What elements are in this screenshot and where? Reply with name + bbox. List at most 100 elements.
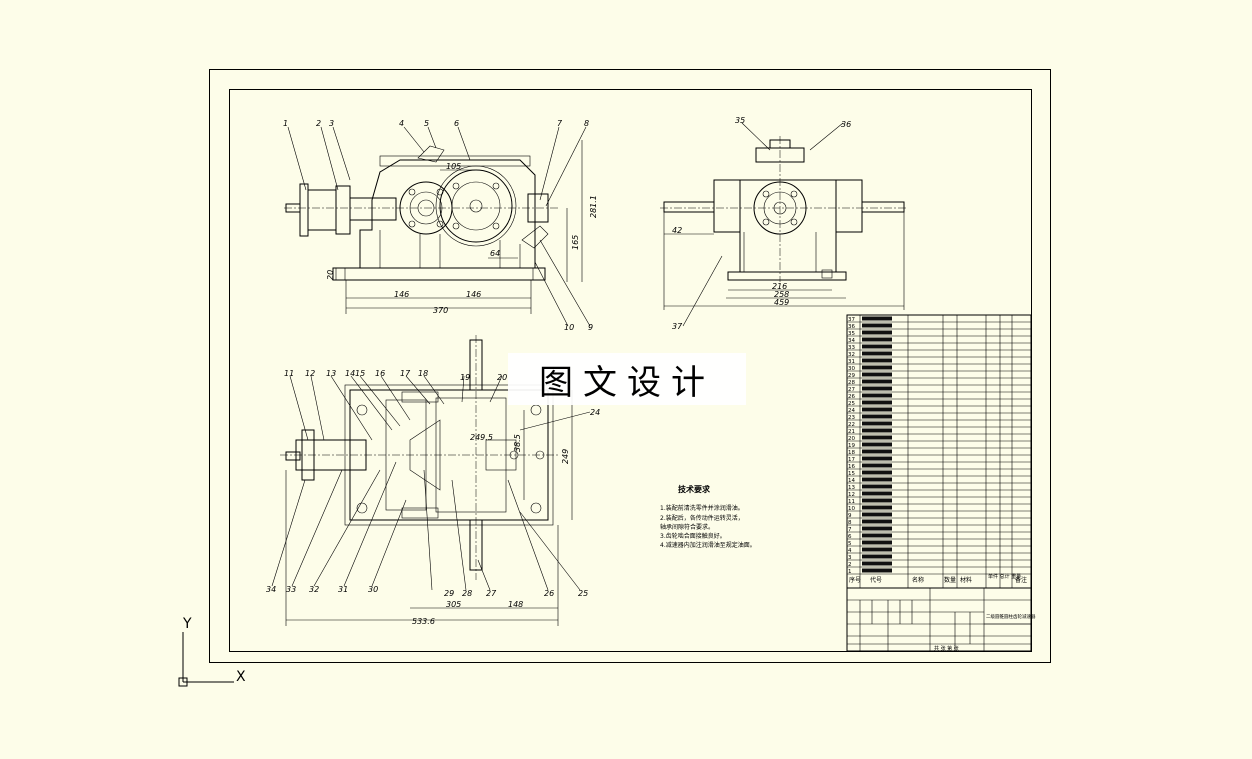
tech-line: 3.齿轮啮合面接触良好。 [660, 532, 726, 540]
bom-redacted-code [862, 351, 892, 356]
part-label: 32 [309, 585, 319, 594]
bom-redacted-code [862, 491, 892, 496]
bom-redacted-code [862, 463, 892, 468]
bom-row-number: 19 [848, 443, 855, 449]
bom-redacted-code [862, 386, 892, 391]
bom-row-number: 6 [848, 534, 852, 540]
tech-line: 2.装配后，各传动件运转灵活， [660, 514, 744, 522]
bom-row-number: 24 [848, 408, 855, 414]
bom-redacted-code [862, 323, 892, 328]
bom-row-number: 35 [848, 331, 855, 337]
dimension-text: 533.6 [412, 617, 435, 626]
bom-row-number: 25 [848, 401, 855, 407]
front-view [284, 126, 591, 327]
part-label: 36 [841, 120, 851, 129]
bom-row-number: 31 [848, 359, 855, 365]
part-label: 29 [444, 589, 454, 598]
part-label: 28 [462, 589, 472, 598]
part-label: 1 [283, 119, 288, 128]
bom-row-number: 8 [848, 520, 852, 526]
part-label: 31 [338, 585, 348, 594]
bom-row-number: 36 [848, 324, 855, 330]
bom-redacted-code [862, 449, 892, 454]
front-view-labels: 1 2 3 4 5 6 7 8 9 10 105 281.1 165 64 20… [283, 119, 598, 332]
dimension-text: 148 [508, 600, 523, 609]
bom-header-seq: 序号 [849, 576, 861, 584]
bom-header-material: 材料 [960, 576, 972, 584]
bom-redacted-code [862, 358, 892, 363]
bom-redacted-code [862, 372, 892, 377]
part-label: 25 [578, 589, 588, 598]
bom-redacted-code [862, 498, 892, 503]
title-block-sheet: 共 张 第 张 [934, 645, 959, 652]
part-label: 5 [424, 119, 429, 128]
side-view-labels: 35 36 37 42 216 258 459 [672, 116, 851, 331]
bom-row-number: 37 [848, 317, 855, 323]
bom-row-number: 34 [848, 338, 855, 344]
bom-redacted-code [862, 379, 892, 384]
bom-redacted-code [862, 316, 892, 321]
bom-redacted-code [862, 337, 892, 342]
bom-redacted-code [862, 568, 892, 573]
bom-row-number: 26 [848, 394, 855, 400]
bom-redacted-code [862, 470, 892, 475]
dimension-text: 258 [774, 290, 789, 299]
part-label: 18 [418, 369, 428, 378]
dimension-text: 64 [490, 249, 500, 258]
title-block-title: 二级圆锥圆柱齿轮减速器 [986, 613, 1036, 620]
part-label: 33 [286, 585, 296, 594]
bom-redacted-code [862, 519, 892, 524]
bom-redacted-code [862, 400, 892, 405]
bom-redacted-code [862, 344, 892, 349]
bom-redacted-code [862, 484, 892, 489]
bom-header-note: 备注 [1015, 576, 1027, 584]
dimension-text: 216 [772, 282, 787, 291]
dimension-text: 146 [466, 290, 481, 299]
bom-header-code: 代号 [870, 576, 882, 584]
bom-row-number: 7 [848, 527, 852, 533]
bom-row-number: 13 [848, 485, 855, 491]
dimension-text: 305 [446, 600, 461, 609]
bom-row-number: 10 [848, 506, 855, 512]
bom-row-number: 16 [848, 464, 855, 470]
dimension-text: 38.5 [513, 434, 522, 452]
dimension-text: 165 [571, 235, 580, 250]
bom-row-number: 27 [848, 387, 855, 393]
bom-redacted-code [862, 561, 892, 566]
bom-row-number: 23 [848, 415, 855, 421]
bom-row-number: 22 [848, 422, 855, 428]
bom-redacted-code [862, 456, 892, 461]
bom-header-qty: 数量 [944, 576, 956, 584]
dimension-text: 459 [774, 298, 789, 307]
bom-row-number: 21 [848, 429, 855, 435]
part-label: 4 [399, 119, 404, 128]
bom-redacted-code [862, 330, 892, 335]
bom-redacted-code [862, 512, 892, 517]
bom-row-number: 17 [848, 457, 855, 463]
part-label: 2 [316, 119, 321, 128]
bom-redacted-code [862, 533, 892, 538]
part-label: 37 [672, 322, 683, 331]
part-label: 30 [368, 585, 378, 594]
title-block: 二级圆锥圆柱齿轮减速器 共 张 第 张 [846, 587, 1036, 652]
bom-row-number: 2 [848, 562, 852, 568]
bom-row-number: 4 [848, 548, 852, 554]
bom-row-number: 9 [848, 513, 852, 519]
bom-table: 3736353433323130292827262524232221201918… [846, 314, 1032, 589]
part-label: 20 [497, 373, 507, 382]
part-label: 8 [584, 119, 589, 128]
part-label: 10 [564, 323, 574, 332]
tech-title: 技术要求 [678, 484, 711, 494]
bom-row-number: 5 [848, 541, 852, 547]
dimension-text: 281.1 [589, 195, 598, 218]
dimension-text: 20 [326, 270, 335, 280]
bom-row-number: 33 [848, 345, 855, 351]
part-label: 12 [305, 369, 315, 378]
bom-header-name: 名称 [912, 576, 924, 584]
dimension-text: 370 [433, 306, 448, 315]
bom-redacted-code [862, 554, 892, 559]
bom-redacted-code [862, 393, 892, 398]
bom-redacted-code [862, 547, 892, 552]
bom-header-weight: 单件 总计 重量 [988, 573, 1021, 580]
